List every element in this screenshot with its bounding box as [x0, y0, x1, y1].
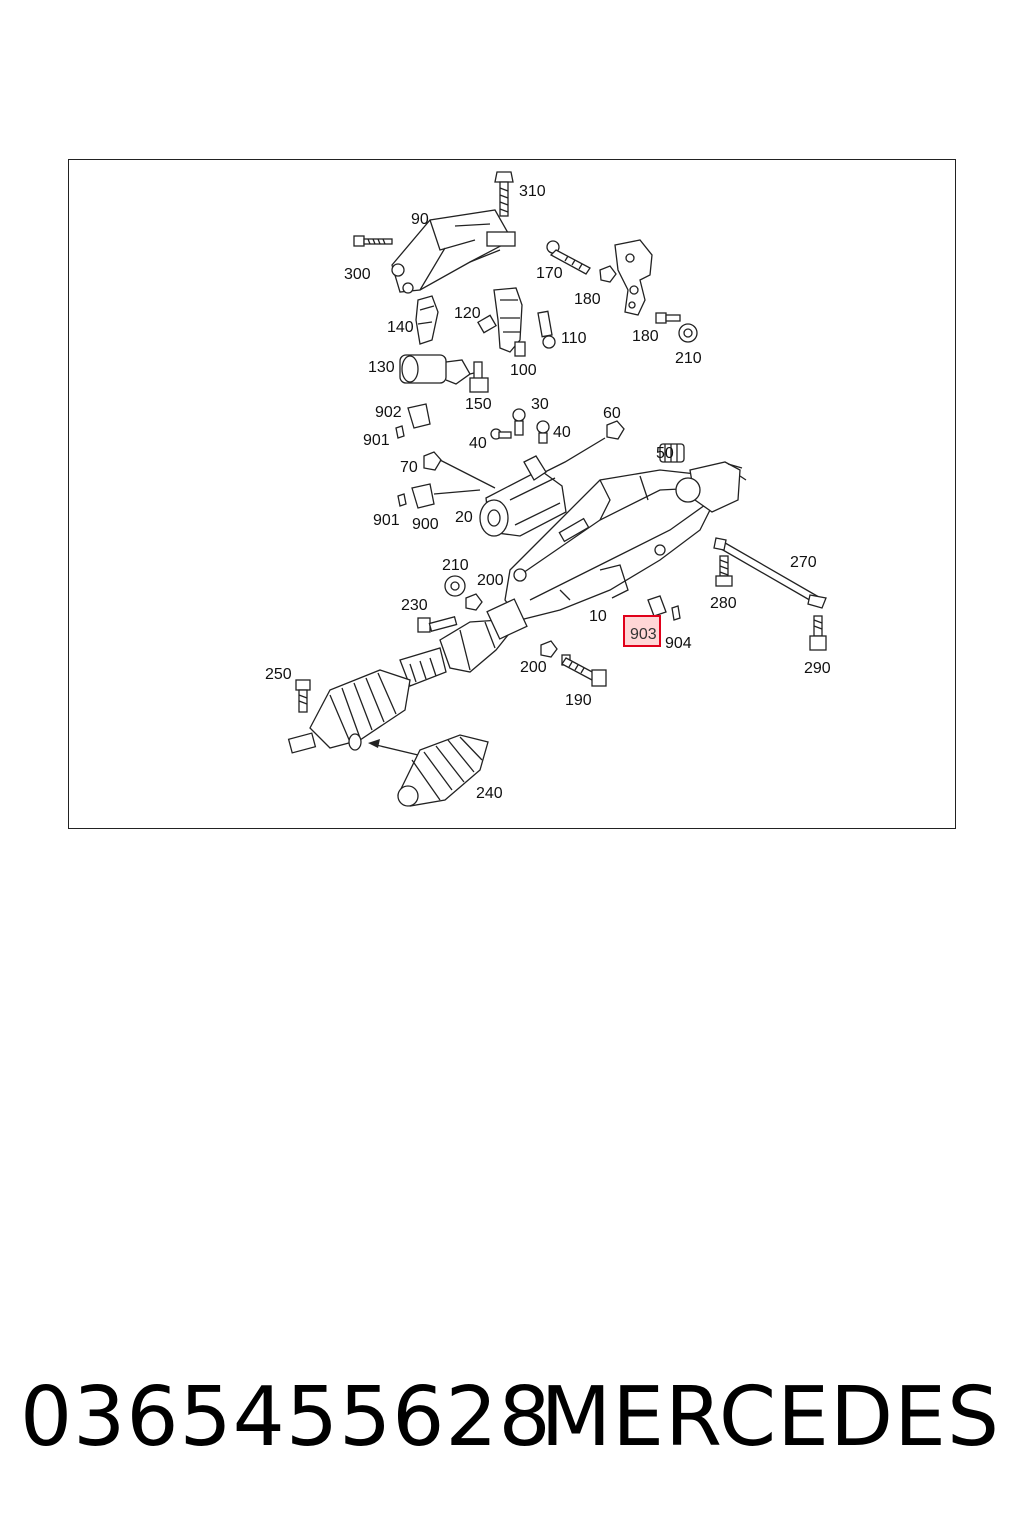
label-110[interactable]: 110: [561, 330, 587, 347]
steering-column-10-drawing: [504, 461, 747, 621]
pin-120-drawing: [477, 314, 497, 334]
label-903[interactable]: 903: [630, 626, 657, 643]
rod-270-drawing: [713, 537, 827, 651]
screw-150-drawing: [469, 361, 489, 393]
nut-60-drawing: [423, 420, 625, 489]
label-150[interactable]: 150: [465, 396, 492, 413]
connector-900-drawing: [397, 483, 481, 509]
label-100[interactable]: 100: [510, 362, 537, 379]
label-210[interactable]: 210: [675, 350, 702, 367]
screw-50-drawing: [659, 443, 685, 463]
label-200[interactable]: 200: [477, 572, 504, 589]
label-140[interactable]: 140: [387, 319, 414, 336]
label-901[interactable]: 901: [363, 432, 390, 449]
label-290[interactable]: 290: [804, 660, 831, 677]
label-190[interactable]: 190: [565, 692, 592, 709]
bolt-310-drawing: [494, 171, 514, 217]
label-310[interactable]: 310: [519, 183, 546, 200]
bolt-230-drawing: [417, 615, 458, 633]
arrow-drawing: [371, 743, 419, 756]
bolt-190-drawing: [540, 640, 607, 687]
label-130[interactable]: 130: [368, 359, 395, 376]
arrow-head-drawing: [368, 739, 380, 748]
label-170[interactable]: 170: [536, 265, 563, 282]
bracket-90-drawing: [391, 209, 516, 294]
part-903-highlight: [623, 615, 661, 647]
label-180-b[interactable]: 180: [632, 328, 659, 345]
boot-drawing: [287, 669, 411, 754]
steering-column-drawing: [287, 171, 827, 807]
connector-902-drawing: [395, 403, 431, 439]
screw-30-drawing: [490, 408, 550, 444]
motor-130-drawing: [399, 354, 479, 385]
label-240[interactable]: 240: [476, 785, 503, 802]
label-40[interactable]: 40: [469, 435, 487, 452]
washer-210-drawing: [444, 575, 483, 611]
label-300[interactable]: 300: [344, 266, 371, 283]
motor-20-drawing: [479, 455, 567, 537]
label-900[interactable]: 900: [412, 516, 439, 533]
part-labels: 310 90 300 170 180 140 120 110 180 210 1…: [265, 183, 831, 802]
label-40-b[interactable]: 40: [553, 424, 571, 441]
sensor-100-drawing: [493, 287, 526, 357]
actuator-140-drawing: [415, 295, 439, 345]
label-20[interactable]: 20: [455, 509, 473, 526]
label-180[interactable]: 180: [574, 291, 601, 308]
label-60[interactable]: 60: [603, 405, 621, 422]
bolt-250-drawing: [295, 679, 311, 713]
label-90[interactable]: 90: [411, 211, 429, 228]
label-250[interactable]: 250: [265, 666, 292, 683]
label-10[interactable]: 10: [589, 608, 607, 625]
label-904[interactable]: 904: [665, 635, 692, 652]
label-120[interactable]: 120: [454, 305, 481, 322]
label-280[interactable]: 280: [710, 595, 737, 612]
part-number: 0365455628: [20, 1370, 552, 1465]
universal-joint-drawing: [399, 598, 528, 687]
bolt-170-drawing: [546, 240, 617, 283]
label-50[interactable]: 50: [656, 445, 674, 462]
label-30[interactable]: 30: [531, 396, 549, 413]
label-270[interactable]: 270: [790, 554, 817, 571]
label-200-b[interactable]: 200: [520, 659, 547, 676]
screw-180-drawing: [655, 312, 698, 343]
footer: 0365455628 MERCEDES: [0, 1370, 1024, 1470]
screw-300-drawing: [353, 235, 393, 247]
label-70[interactable]: 70: [400, 459, 418, 476]
clip-903-drawing: [647, 595, 681, 621]
label-210-b[interactable]: 210: [442, 557, 469, 574]
label-901-b[interactable]: 901: [373, 512, 400, 529]
screw-110-drawing: [537, 310, 556, 349]
boot-240-drawing: [397, 734, 489, 807]
label-230[interactable]: 230: [401, 597, 428, 614]
label-902[interactable]: 902: [375, 404, 402, 421]
plate-180-drawing: [614, 239, 653, 316]
brand-name: MERCEDES: [540, 1370, 1000, 1465]
